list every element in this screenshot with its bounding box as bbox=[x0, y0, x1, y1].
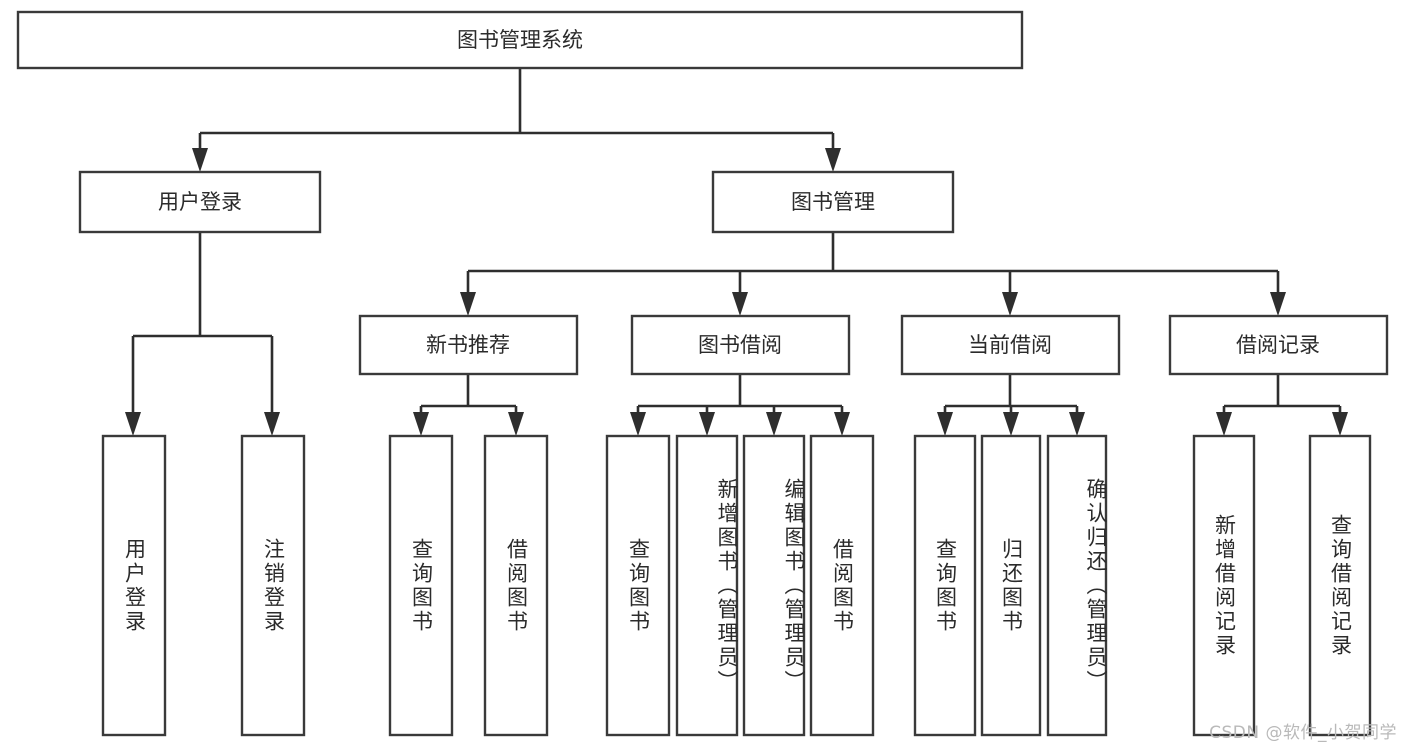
node-box-leaf-confirm-return[interactable] bbox=[1046, 434, 1108, 737]
node-label-borrow-record: 借阅记录 bbox=[1236, 333, 1320, 357]
node-label-book-borrow: 图书借阅 bbox=[698, 333, 782, 357]
node-label-current-borrow: 当前借阅 bbox=[968, 333, 1052, 357]
arrow-head-leaf-confirm-return bbox=[1069, 412, 1085, 436]
node-box-leaf-borrow-book-1[interactable] bbox=[483, 434, 549, 737]
arrow-head-leaf-query-book-2 bbox=[630, 412, 646, 436]
node-box-book-borrow[interactable] bbox=[630, 314, 851, 376]
node-box-leaf-query-record[interactable] bbox=[1308, 434, 1372, 737]
arrow-head-book-manage bbox=[825, 148, 841, 172]
arrow-head-leaf-borrow-book-2 bbox=[834, 412, 850, 436]
node-box-leaf-query-book-3[interactable] bbox=[913, 434, 977, 737]
node-label-new-book-recommend: 新书推荐 bbox=[426, 333, 510, 357]
node-box-leaf-edit-book[interactable] bbox=[742, 434, 806, 737]
arrow-head-borrow-record bbox=[1270, 292, 1286, 316]
node-box-leaf-query-book-1[interactable] bbox=[388, 434, 454, 737]
connector-group bbox=[125, 68, 1348, 436]
node-box-root[interactable] bbox=[16, 10, 1024, 70]
node-label-user-login: 用户登录 bbox=[158, 190, 242, 214]
node-box-leaf-query-book-2[interactable] bbox=[605, 434, 671, 737]
arrow-head-leaf-query-book-3 bbox=[937, 412, 953, 436]
node-box-leaf-add-book[interactable] bbox=[675, 434, 739, 737]
node-box-book-manage[interactable] bbox=[711, 170, 955, 234]
arrow-head-leaf-edit-book bbox=[766, 412, 782, 436]
arrow-head-leaf-user-login bbox=[125, 412, 141, 436]
arrow-head-leaf-user-logout bbox=[264, 412, 280, 436]
node-box-current-borrow[interactable] bbox=[900, 314, 1121, 376]
node-box-leaf-user-logout[interactable] bbox=[240, 434, 306, 737]
node-label-root: 图书管理系统 bbox=[457, 28, 583, 52]
arrow-head-new-book-recommend bbox=[460, 292, 476, 316]
arrow-head-leaf-add-book bbox=[699, 412, 715, 436]
node-box-leaf-user-login[interactable] bbox=[101, 434, 167, 737]
arrow-head-leaf-query-record bbox=[1332, 412, 1348, 436]
node-box-new-book-recommend[interactable] bbox=[358, 314, 579, 376]
node-box-leaf-add-record[interactable] bbox=[1192, 434, 1256, 737]
arrow-head-leaf-add-record bbox=[1216, 412, 1232, 436]
node-box-user-login[interactable] bbox=[78, 170, 322, 234]
arrow-head-leaf-return-book bbox=[1003, 412, 1019, 436]
node-group: 图书管理系统 用户登录 图书管理 新书推荐 图书借阅 当前借阅 借阅记录 bbox=[16, 10, 1389, 737]
arrow-head-current-borrow bbox=[1002, 292, 1018, 316]
node-box-leaf-borrow-book-2[interactable] bbox=[809, 434, 875, 737]
csdn-watermark: CSDN @软件_小贺同学 bbox=[1209, 723, 1397, 743]
node-label-book-manage: 图书管理 bbox=[791, 190, 875, 214]
arrow-head-user-login bbox=[192, 148, 208, 172]
node-box-borrow-record[interactable] bbox=[1168, 314, 1389, 376]
arrow-head-leaf-query-book-1 bbox=[413, 412, 429, 436]
node-box-leaf-return-book[interactable] bbox=[980, 434, 1042, 737]
arrow-head-book-borrow bbox=[732, 292, 748, 316]
arrow-head-leaf-borrow-book-1 bbox=[508, 412, 524, 436]
